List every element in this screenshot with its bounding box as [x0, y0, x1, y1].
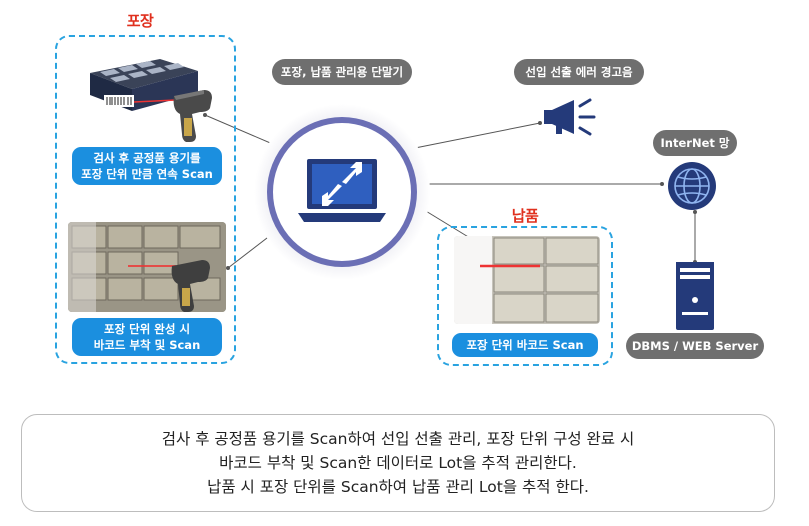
summary-box: 검사 후 공정품 용기를 Scan하여 선입 선출 관리, 포장 단위 구성 완…	[21, 414, 775, 512]
summary-line2: 바코드 부착 및 Scan한 데이터로 Lot을 추적 관리한다.	[219, 454, 577, 472]
delivery-label: 포장 단위 바코드 Scan	[452, 333, 598, 357]
packing-label1-line1: 검사 후 공정품 용기를	[93, 151, 201, 165]
packing-title: 포장	[126, 12, 154, 30]
tray-scan-photo	[80, 45, 220, 140]
delivery-box	[437, 226, 613, 366]
server-label: DBMS / WEB Server	[626, 333, 764, 359]
boxes-scan-photo	[68, 222, 226, 312]
delivery-scan-photo	[454, 236, 600, 324]
internet-label: InterNet 망	[653, 130, 737, 156]
packing-label2-line1: 포장 단위 완성 시	[103, 322, 191, 336]
delivery-title: 납품	[511, 207, 539, 225]
barcode-scanner-icon	[171, 260, 210, 312]
globe-icon	[668, 162, 716, 210]
summary-line3: 납품 시 포장 단위를 Scan하여 납품 관리 Lot을 추적 한다.	[207, 478, 589, 496]
megaphone-icon	[544, 98, 596, 136]
packing-label-attach-scan: 포장 단위 완성 시 바코드 부착 및 Scan	[72, 318, 222, 356]
packing-label2-line2: 바코드 부착 및 Scan	[93, 338, 201, 352]
summary-line1: 검사 후 공정품 용기를 Scan하여 선입 선출 관리, 포장 단위 구성 완…	[161, 430, 635, 448]
server-icon	[676, 262, 714, 330]
terminal-label: 포장, 납품 관리용 단말기	[272, 59, 412, 85]
barcode-scanner-icon	[173, 90, 212, 142]
packing-label1-line2: 포장 단위 만큼 연속 Scan	[81, 167, 213, 181]
laptop-sync-icon	[254, 104, 430, 280]
alarm-label: 선입 선출 에러 경고음	[514, 59, 644, 85]
packing-label-continuous-scan: 검사 후 공정품 용기를 포장 단위 만큼 연속 Scan	[72, 147, 222, 185]
packing-box	[55, 35, 236, 364]
